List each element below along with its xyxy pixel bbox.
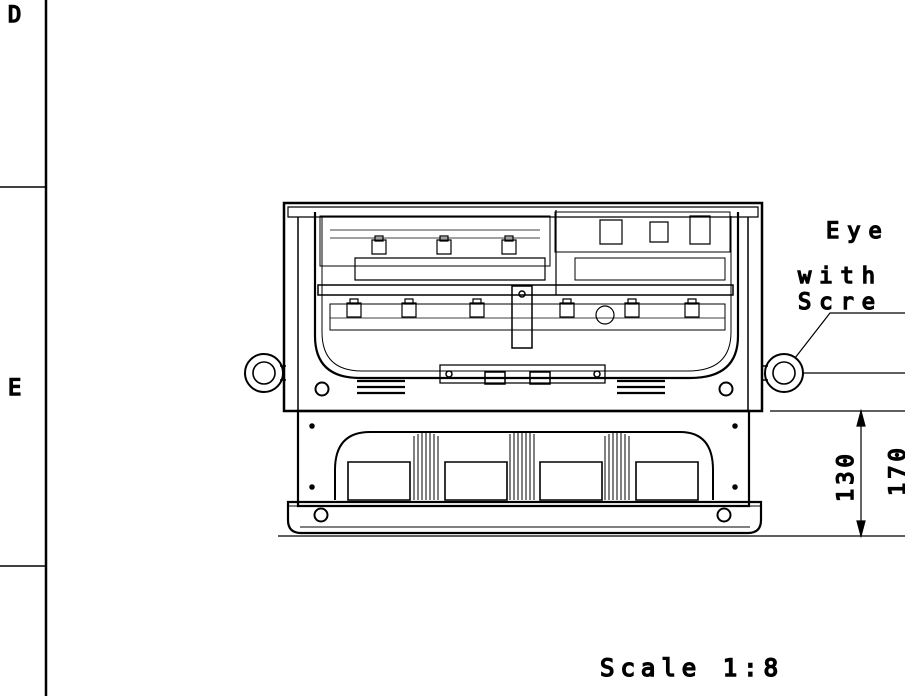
eye-bolt-label-line2: with: [798, 264, 883, 289]
lower-housing: [278, 411, 766, 536]
dimension-lines: [766, 411, 905, 536]
zone-label-e: E: [8, 376, 21, 401]
scale-note: Scale 1:8: [600, 654, 784, 682]
upper-housing: [284, 203, 762, 411]
dimension-170: 170: [886, 444, 905, 496]
zone-label-d: D: [8, 3, 21, 28]
eye-bolt-label-line3: Scre: [798, 290, 883, 315]
eye-bolt-right: [762, 354, 803, 392]
frame-border: [0, 0, 46, 696]
dimension-130: 130: [834, 450, 859, 502]
eye-bolt-leader: [795, 313, 905, 373]
eye-bolt-label-line1: Eye: [826, 219, 890, 244]
eye-bolt-left: [245, 354, 286, 392]
